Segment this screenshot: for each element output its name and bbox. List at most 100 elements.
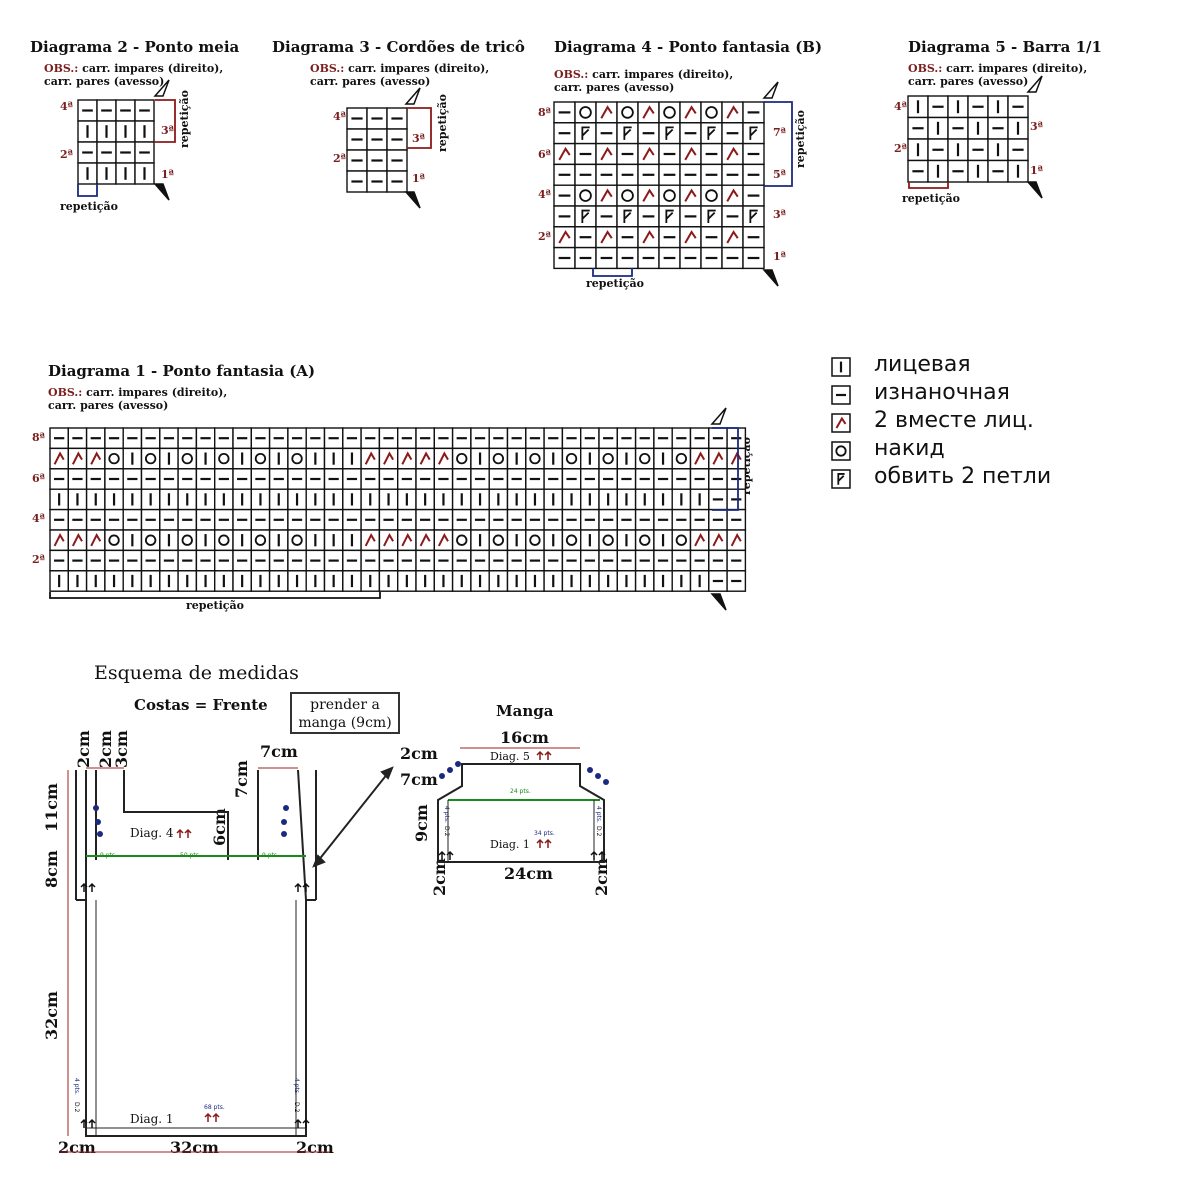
chart-row [77, 162, 155, 185]
row-number: 3ª [1030, 120, 1044, 133]
row-number: 2ª [894, 142, 908, 155]
neckline [95, 770, 259, 860]
decrease-dots [93, 761, 609, 837]
yarn-over-icon [492, 534, 505, 546]
wrap-2-stitches-icon [749, 126, 758, 140]
yarn-over-icon [579, 106, 592, 119]
diagram-5-title: Diagrama 5 - Barra 1/1 [908, 38, 1102, 56]
diagram-4-title: Diagrama 4 - Ponto fantasia (B) [554, 38, 823, 56]
yarn-over-icon [181, 534, 193, 546]
chart-cell [708, 529, 728, 552]
yarn-over-icon [602, 452, 614, 465]
row-number: 6ª [32, 472, 46, 485]
diagram-1-grid [49, 427, 747, 592]
chart-cell [679, 142, 702, 166]
knit-2-together-icon [694, 533, 706, 547]
legend-label-knit: лицевая [874, 352, 971, 377]
row-number: 4ª [538, 188, 552, 201]
wrap-2-stitches-icon [707, 209, 716, 224]
yarn-over-icon [621, 106, 634, 119]
chart-row [553, 122, 765, 145]
pts-count: 68 pts. [204, 1104, 225, 1111]
chart-cell [637, 142, 660, 166]
row-number: 1ª [1030, 164, 1044, 177]
yarn-over-icon [565, 534, 578, 546]
yarn-over-icon [529, 452, 541, 465]
start-arrow-icon [710, 593, 727, 611]
chart-cell [616, 101, 639, 124]
knit-2-together-icon [383, 451, 394, 465]
chart-row [346, 149, 408, 172]
measure-16cm: 16cm [500, 728, 549, 747]
chart-cell [553, 142, 576, 166]
knit-2-together-icon [437, 451, 449, 465]
row-number: 4ª [60, 100, 74, 113]
diagram-5-obs: OBS.: carr. impares (direito), carr. par… [908, 62, 1087, 88]
chart-cell [213, 447, 234, 470]
obs-label: OBS.: [44, 62, 79, 75]
repeat-bracket [592, 268, 633, 277]
chart-cell [689, 529, 710, 552]
chart-row [553, 101, 765, 124]
obs-line2: carr. pares (avesso) [908, 75, 1029, 88]
legend-item [831, 469, 851, 489]
side-band-edges [95, 900, 297, 1136]
chart-cell [433, 529, 454, 552]
knit-2-together-icon [364, 451, 376, 465]
legend-label-k2tog: 2 вместе лиц. [874, 408, 1034, 433]
chart-cell [708, 447, 728, 470]
chart-cell [658, 184, 681, 207]
chart-cell [561, 529, 582, 552]
diag5-label: Diag. 5 [490, 750, 530, 763]
obs-label: OBS.: [310, 62, 345, 75]
row-number: 4ª [32, 512, 46, 525]
chart-row [907, 95, 1029, 119]
repeat-bracket [77, 184, 98, 197]
diagram-3-title: Diagrama 3 - Cordões de tricô [272, 38, 525, 56]
yarn-over-icon [492, 452, 505, 465]
chart-cell [287, 447, 307, 470]
chart-cell [85, 529, 106, 552]
chart-cell [595, 226, 618, 249]
chart-cell [67, 529, 88, 552]
direction-arrow-icon [80, 1118, 88, 1128]
start-arrow-icon [1026, 75, 1043, 93]
knit-2-together-icon [401, 533, 413, 547]
chart-row [553, 142, 765, 166]
diag4-label: Diag. 4 [130, 826, 174, 840]
yarn-over-icon [663, 189, 676, 202]
start-arrow-icon [762, 269, 779, 287]
chart-cell [250, 447, 271, 470]
knit-2-together-icon [600, 188, 613, 202]
start-arrow-icon [153, 183, 170, 201]
diagram-1-title: Diagrama 1 - Ponto fantasia (A) [48, 362, 316, 380]
yarn-over-icon [639, 452, 651, 465]
chart-cell [598, 447, 618, 470]
knit-2-together-icon [712, 533, 724, 547]
yarn-over-icon [529, 534, 541, 546]
chart-cell [700, 101, 723, 124]
note-line2: manga (9cm) [298, 715, 392, 731]
knit-2-together-icon [419, 533, 431, 547]
knit-2-together-icon [712, 451, 724, 465]
yarn-over-icon [663, 106, 676, 119]
yarn-over-icon [579, 189, 592, 202]
chart-cell [671, 447, 692, 470]
start-arrow-icon [404, 191, 421, 209]
chart-cell [595, 101, 618, 124]
chart-cell [378, 447, 399, 470]
chart-row [77, 99, 155, 122]
repeat-bracket [908, 182, 949, 189]
chart-cell [689, 447, 710, 470]
direction-arrow-icon [302, 882, 310, 892]
yarn-over-icon [456, 452, 468, 465]
chart-cell [140, 447, 161, 470]
yarn-over-icon [675, 452, 688, 465]
knit-2-together-icon [383, 533, 394, 547]
measure-2cm: 2cm [400, 744, 438, 763]
yarn-over-icon [621, 189, 634, 202]
knit-2-together-icon [684, 230, 697, 244]
direction-arrow-icon [294, 1118, 302, 1128]
legend-item [831, 385, 851, 405]
obs-line1: carr. impares (direito), [592, 68, 734, 81]
